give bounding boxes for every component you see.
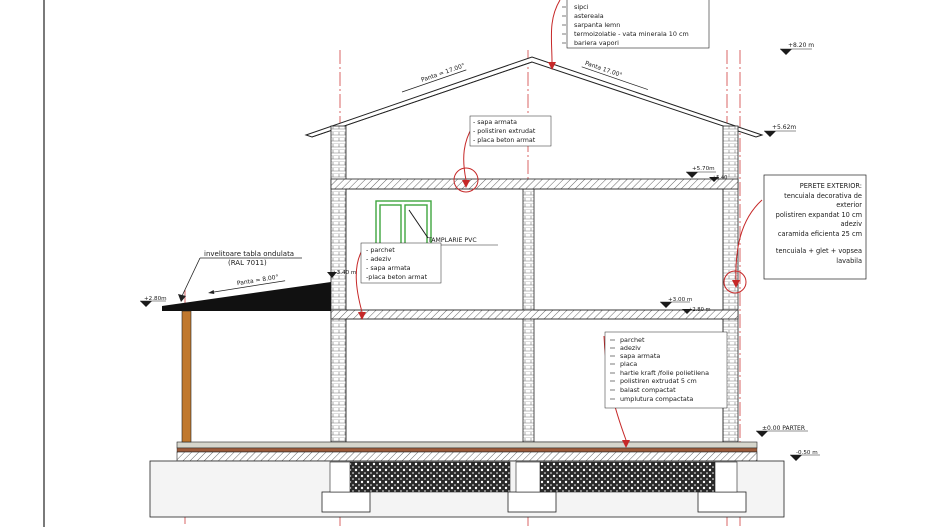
level-foundation: -0.50 m [796, 450, 818, 456]
left-exterior-wall [330, 125, 347, 443]
ceiling-note: - sapa armata - polistiren extrudat - pl… [469, 115, 552, 147]
level-attic-floor: +5.70m [692, 166, 715, 172]
upper-floor-note-line: - adeziv [366, 255, 391, 263]
roof-note-line: bariera vapori [574, 39, 619, 47]
ground-floor-note-line: adeziv [620, 344, 641, 352]
upper-floor-note-line: - sapa armata [366, 264, 411, 272]
ground-floor-note-line: parchet [620, 336, 645, 344]
ceiling-note-line: - placa beton armat [473, 137, 536, 144]
exterior-wall-line: tencuiala decorativa de [784, 192, 862, 200]
room-lower-left [345, 318, 524, 443]
detail-marker-ceiling [453, 167, 479, 193]
level-markers [140, 49, 802, 461]
ground-floor-note-line: placa [620, 360, 637, 368]
roof-note-line: termoizolatie - vata minerala 10 cm [574, 30, 689, 38]
interior-wall-upper [522, 188, 535, 312]
exterior-wall-line: exterior [836, 201, 862, 209]
roof-slope-left: Panta = 17.00° [420, 62, 466, 84]
roof-note-line: sarpanta lemn [574, 21, 620, 29]
level-first-floor: +3.00 m [668, 297, 692, 303]
level-lines [140, 48, 820, 456]
roof-note-line: sipci [574, 3, 589, 11]
level-attic-floor-b: +5.40 [712, 175, 727, 181]
level-first-floor-b: +2.80 m [688, 307, 711, 313]
interior-wall-lower [522, 317, 535, 443]
leader-arrowheads [358, 62, 740, 448]
detail-marker-wall [723, 270, 747, 294]
room-upper-right [533, 188, 724, 311]
upper-floor-note-line: - parchet [366, 246, 395, 254]
exterior-wall-line: adeziv [841, 220, 863, 228]
exterior-wall-line: tencuiala + glet + vopsea [776, 247, 862, 255]
level-canopy-eave: +2.80m [144, 296, 167, 302]
canopy-label-group: invelitoare tabla ondulata (RAL 7011) [178, 250, 302, 302]
ground-floor-note: parchet adeziv sapa armata placa hartie … [604, 331, 728, 409]
canopy-label-line1: invelitoare tabla ondulata [204, 250, 294, 258]
foundations [321, 461, 747, 513]
window-label: TAMPLARIE PVC [427, 237, 477, 244]
attic-slab [330, 178, 739, 190]
ground-floor-note-line: polistiren extrudat 5 cm [620, 377, 697, 385]
exterior-wall-line: caramida eficienta 25 cm [778, 230, 862, 238]
exterior-wall-line: lavabila [836, 257, 862, 265]
ceiling-note-line: - sapa armata [473, 119, 517, 126]
canopy-label-line2: (RAL 7011) [228, 259, 267, 267]
upper-floor-note-line: -placa beton armat [366, 273, 428, 281]
level-eave: +5.62m [772, 124, 796, 131]
exterior-wall-title: PERETE EXTERIOR: [800, 182, 862, 190]
roof-layers-note: sipci astereala sarpanta lemn termoizola… [562, 0, 710, 49]
upper-floor-note: - parchet - adeziv - sapa armata -placa … [360, 242, 442, 284]
roof-note-line: astereala [574, 12, 604, 20]
ground-floor-note-line: hartie kraft /folie polietilena [620, 369, 709, 377]
exterior-wall-note: PERETE EXTERIOR: tencuiala decorativa de… [763, 174, 867, 280]
ceiling-note-line: - polistiren extrudat [473, 128, 536, 135]
room-upper-left [345, 188, 524, 311]
ground-floor-note-line: balast compactat [620, 386, 676, 394]
level-ground: ±0.00 PARTER [762, 425, 805, 432]
canopy [162, 282, 331, 443]
level-top: +8.20 m [788, 42, 814, 49]
ground-floor-note-line: umplutura compactata [620, 395, 693, 403]
roof [304, 56, 764, 138]
level-canopy-top: +3.40 m [332, 270, 356, 276]
exterior-wall-line: polistiren expandat 10 cm [776, 211, 862, 219]
ground-floor-note-line: sapa armata [620, 352, 660, 360]
first-floor-slab [330, 309, 739, 320]
